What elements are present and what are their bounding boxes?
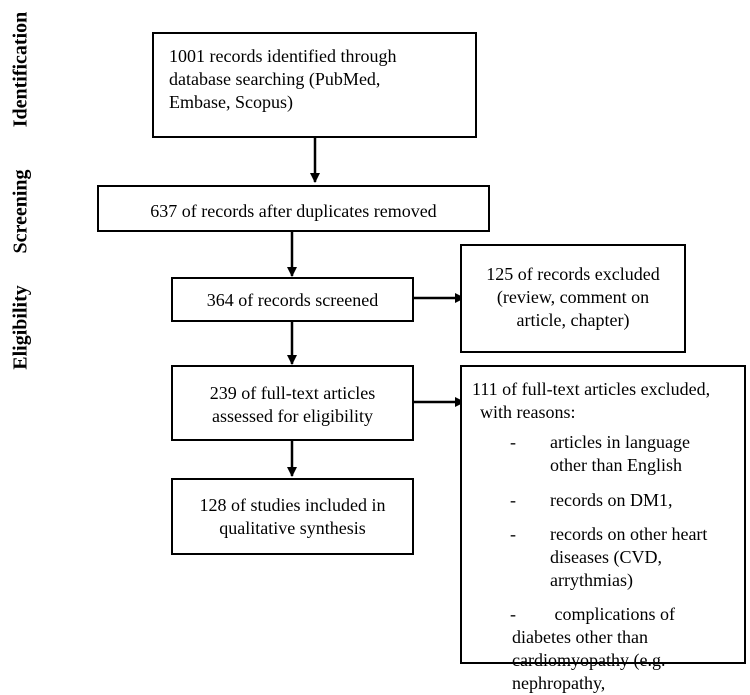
exclusion-reason-item: - records on DM1, — [510, 489, 738, 512]
exclusion-reason-item: - complications of diabetes other than c… — [510, 603, 738, 695]
bullet-dash: - — [510, 490, 516, 510]
bullet-dash: - — [510, 432, 516, 452]
box-line: 637 of records after duplicates removed — [150, 201, 437, 221]
records-screened-box: 364 of records screened — [171, 277, 414, 322]
stage-label-identification: Identification — [9, 11, 32, 128]
box-line: records on DM1, — [550, 490, 673, 510]
box-line: database searching (PubMed, — [169, 69, 381, 89]
full-text-assessed-box: 239 of full-text articles assessed for e… — [171, 365, 414, 441]
studies-included-box: 128 of studies included in qualitative s… — [171, 478, 414, 555]
box-line: 364 of records screened — [206, 290, 379, 310]
box-line: 128 of studies included in — [199, 495, 386, 515]
bullet-dash: - — [510, 604, 516, 624]
box-line: records on other heart — [550, 524, 708, 544]
box-line: Embase, Scopus) — [169, 92, 293, 112]
exclusion-reason-item: - records on other heart diseases (CVD, … — [510, 523, 738, 592]
after-duplicates-box: 637 of records after duplicates removed — [97, 185, 490, 232]
box-line: assessed for eligibility — [212, 406, 373, 426]
box-line: other than English — [550, 455, 682, 475]
box-line: (review, comment on — [496, 287, 650, 307]
stage-label-eligibility: Eligibility — [9, 285, 32, 370]
bullet-dash: - — [510, 524, 516, 544]
box-line: cardiomyopathy (e.g. — [512, 650, 666, 670]
box-line: qualitative synthesis — [219, 518, 366, 538]
box-line: 111 of full-text articles excluded, — [472, 379, 711, 399]
box-line: arrythmias) — [550, 570, 633, 590]
box-line: article, chapter) — [516, 310, 630, 330]
box-line: complications of — [550, 604, 675, 624]
box-line: 239 of full-text articles — [209, 383, 376, 403]
box-line: with reasons: — [480, 402, 576, 422]
box-line: diabetes other than — [512, 627, 648, 647]
box-line: 1001 records identified through — [169, 46, 397, 66]
box-line: nephropathy, — [512, 673, 606, 693]
box-line: 125 of records excluded — [486, 264, 660, 284]
exclusion-reason-item: - articles in language other than Englis… — [510, 431, 738, 477]
box-line: articles in language — [550, 432, 690, 452]
full-text-excluded-box: 111 of full-text articles excluded, with… — [460, 365, 746, 693]
box-line: diseases (CVD, — [550, 547, 662, 567]
identified-records-box: 1001 records identified through database… — [152, 32, 477, 138]
records-excluded-box: 125 of records excluded (review, comment… — [460, 244, 686, 353]
